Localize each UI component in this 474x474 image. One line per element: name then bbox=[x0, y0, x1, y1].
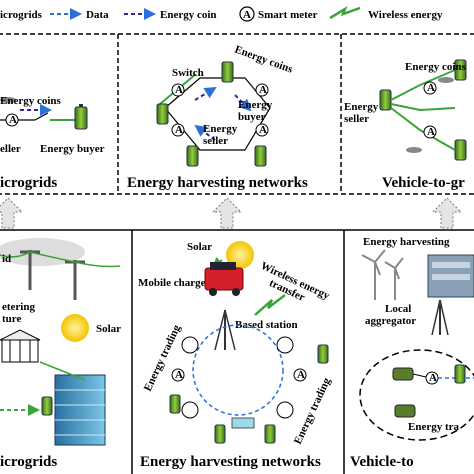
building-icon bbox=[54, 374, 106, 446]
sun-icon bbox=[61, 314, 89, 342]
legend-data: Data bbox=[86, 9, 109, 21]
bp2-trading-left: Energy trading bbox=[142, 323, 183, 394]
bottom-row-frame bbox=[0, 229, 474, 231]
tp2-title: Energy harvesting networks bbox=[127, 175, 308, 191]
bp2-title: Energy harvesting networks bbox=[140, 454, 321, 470]
battery-icon bbox=[221, 61, 234, 83]
wireless-energy-icon bbox=[329, 6, 361, 20]
svg-text:A: A bbox=[259, 84, 267, 96]
bp2-mobile-charger: Mobile charger bbox=[138, 277, 211, 289]
battery-icon bbox=[454, 139, 467, 161]
bp2-solar: Solar bbox=[187, 241, 212, 253]
svg-text:A: A bbox=[175, 124, 183, 136]
legend-energy-coin: Energy coin bbox=[160, 9, 217, 21]
battery-icon bbox=[264, 424, 276, 444]
battery-icon bbox=[169, 394, 181, 414]
tp1-seller: eller bbox=[0, 143, 21, 155]
svg-text:A: A bbox=[427, 82, 435, 94]
battery-icon bbox=[156, 103, 169, 125]
bp1-solar: Solar bbox=[96, 323, 121, 335]
tp2-coins: Energy coins bbox=[233, 44, 295, 76]
smart-meter-icon bbox=[239, 6, 255, 22]
battery-icon bbox=[74, 106, 88, 130]
legend: icrogrids Data Energy coin A Smart meter… bbox=[0, 6, 443, 22]
up-arrows bbox=[0, 197, 463, 229]
top-panel-microgrids: Energy coins A eller Energy buyer icrogr… bbox=[0, 95, 105, 191]
wireless-energy-icon bbox=[254, 294, 286, 316]
battery-icon bbox=[214, 424, 226, 444]
legend-meter-symbol: A bbox=[243, 9, 251, 21]
bp3-title: Vehicle-to bbox=[350, 454, 414, 470]
battery-icon bbox=[41, 396, 53, 416]
bp3-harvesting: Energy harvesting bbox=[363, 236, 450, 248]
ev-car-icon bbox=[392, 367, 414, 381]
svg-text:A: A bbox=[9, 114, 17, 126]
tp3-title: Vehicle-to-gr bbox=[382, 175, 465, 191]
battery-icon bbox=[317, 344, 329, 364]
svg-text:A: A bbox=[297, 369, 305, 381]
legend-crossed-text: icrogrids bbox=[0, 9, 43, 21]
tp2-switch: Switch bbox=[172, 67, 204, 79]
bp2-based-station: Based station bbox=[235, 319, 298, 331]
mobile-charger-icon bbox=[204, 267, 244, 291]
legend-smart-meter: Smart meter bbox=[258, 9, 318, 21]
bottom-panel-energy-harvesting: Solar Mobile charger Wireless energytran… bbox=[138, 241, 333, 470]
svg-text:A: A bbox=[175, 84, 183, 96]
tp1-coins: Energy coins bbox=[0, 95, 62, 107]
bp3-trading: Energy tra bbox=[408, 421, 460, 433]
svg-text:A: A bbox=[175, 369, 183, 381]
bp2-trading-right: Energy trading bbox=[292, 376, 333, 447]
svg-text:A: A bbox=[259, 124, 267, 136]
svg-text:A: A bbox=[427, 126, 435, 138]
bp1-title: icrogrids bbox=[0, 454, 57, 470]
battery-icon bbox=[454, 364, 466, 384]
svg-text:A: A bbox=[429, 372, 437, 384]
tp1-title: icrogrids bbox=[0, 175, 57, 191]
battery-icon bbox=[379, 89, 392, 111]
ev-car-icon bbox=[394, 404, 416, 418]
legend-wireless: Wireless energy bbox=[368, 9, 443, 21]
tp3-coins: Energy coins bbox=[405, 61, 467, 73]
battery-icon bbox=[254, 145, 267, 167]
bp1-grid: id bbox=[2, 253, 11, 265]
battery-icon bbox=[186, 145, 199, 167]
tp1-buyer: Energy buyer bbox=[40, 143, 105, 155]
top-row-frame bbox=[0, 33, 474, 195]
